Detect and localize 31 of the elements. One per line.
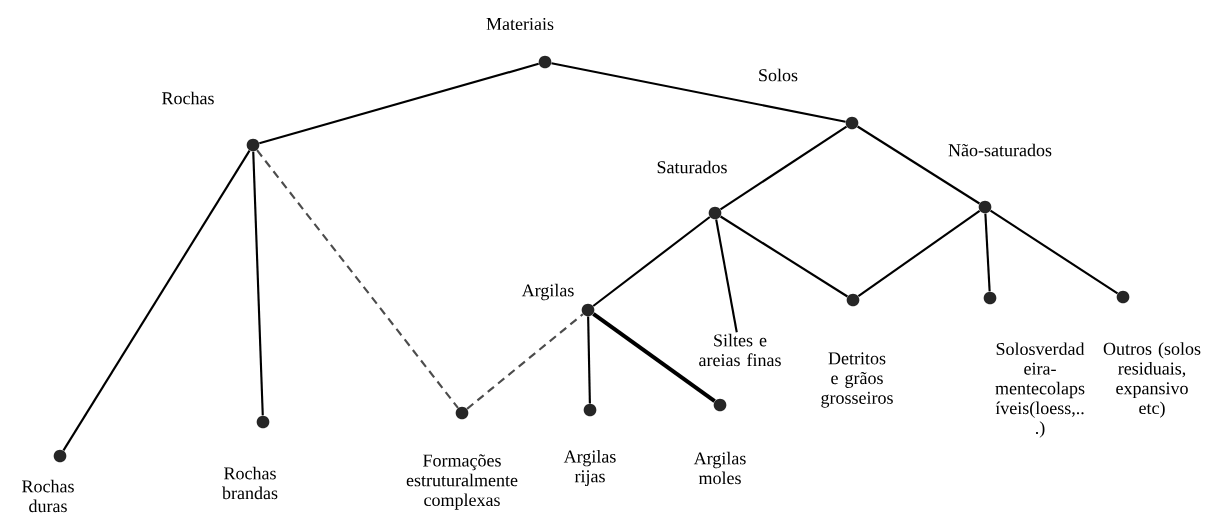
tree-branch: [62, 150, 251, 451]
tree-branch: [587, 316, 591, 404]
tree-label: Solosverdad eira- mentecolaps íveis(loess,.. .): [995, 342, 1085, 438]
tree-label: Formações estruturalmente complexas: [406, 454, 518, 510]
tree-label: Argilas: [521, 283, 574, 301]
tree-branch: [592, 216, 711, 307]
tree-label: Materiais: [486, 17, 554, 31]
tree-branch: [551, 62, 846, 123]
tree-label: Argilas rijas: [563, 450, 616, 487]
tree-branch: [252, 151, 264, 416]
tree-branch: [719, 125, 848, 211]
tree-branch: [857, 209, 981, 298]
tree-branch: [989, 209, 1119, 295]
tree-branch: [984, 213, 991, 292]
tree-branch: [466, 313, 584, 410]
tree-branch: [720, 215, 848, 298]
tree-label: Siltes e areias finas: [699, 333, 781, 367]
tree-label: Detritos e grãos grosseiros: [821, 352, 893, 408]
tree-branch: [857, 125, 980, 205]
tree-branch: [256, 149, 459, 409]
tree-label: Rochas: [162, 91, 214, 105]
tree-label: Saturados: [657, 160, 727, 174]
tree-label: Não-saturados: [948, 143, 1052, 157]
tree-branch: [259, 62, 539, 145]
tree-label: Rochas duras: [22, 479, 74, 513]
tree-branch: [715, 219, 738, 333]
tree-label: Argilas moles: [693, 451, 746, 485]
tree-label: Solos: [759, 68, 798, 82]
tree-label: Rochas brandas: [222, 466, 278, 500]
tree-label: Outros (solos residuais, expansivo etc): [1103, 342, 1201, 418]
tree-branch: [592, 312, 716, 403]
